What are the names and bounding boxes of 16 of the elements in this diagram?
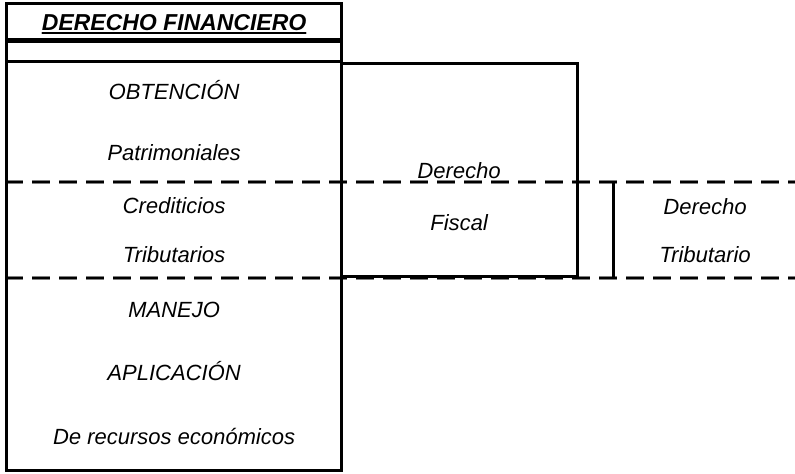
cell-text: De recursos económicos [52,424,296,450]
heading-text: DERECHO FINANCIERO [42,8,306,34]
cell-text: MANEJO [128,296,220,323]
cell-text: Crediticios [122,193,226,220]
cell-text: APLICACIÓN [107,360,241,386]
table-cell [5,182,343,279]
table-cell [5,278,343,472]
table-cell [5,62,343,183]
table-cell [342,62,579,278]
heading-cell [5,2,343,41]
cell-text: Derecho Fiscal [416,157,502,237]
cell-text: Tributarios [122,242,226,268]
cell-text: OBTENCIÓN [108,79,240,106]
cell-text: Patrimoniales [107,140,241,166]
empty-band [5,40,343,63]
cell-text: Derecho Tributario [658,192,752,268]
